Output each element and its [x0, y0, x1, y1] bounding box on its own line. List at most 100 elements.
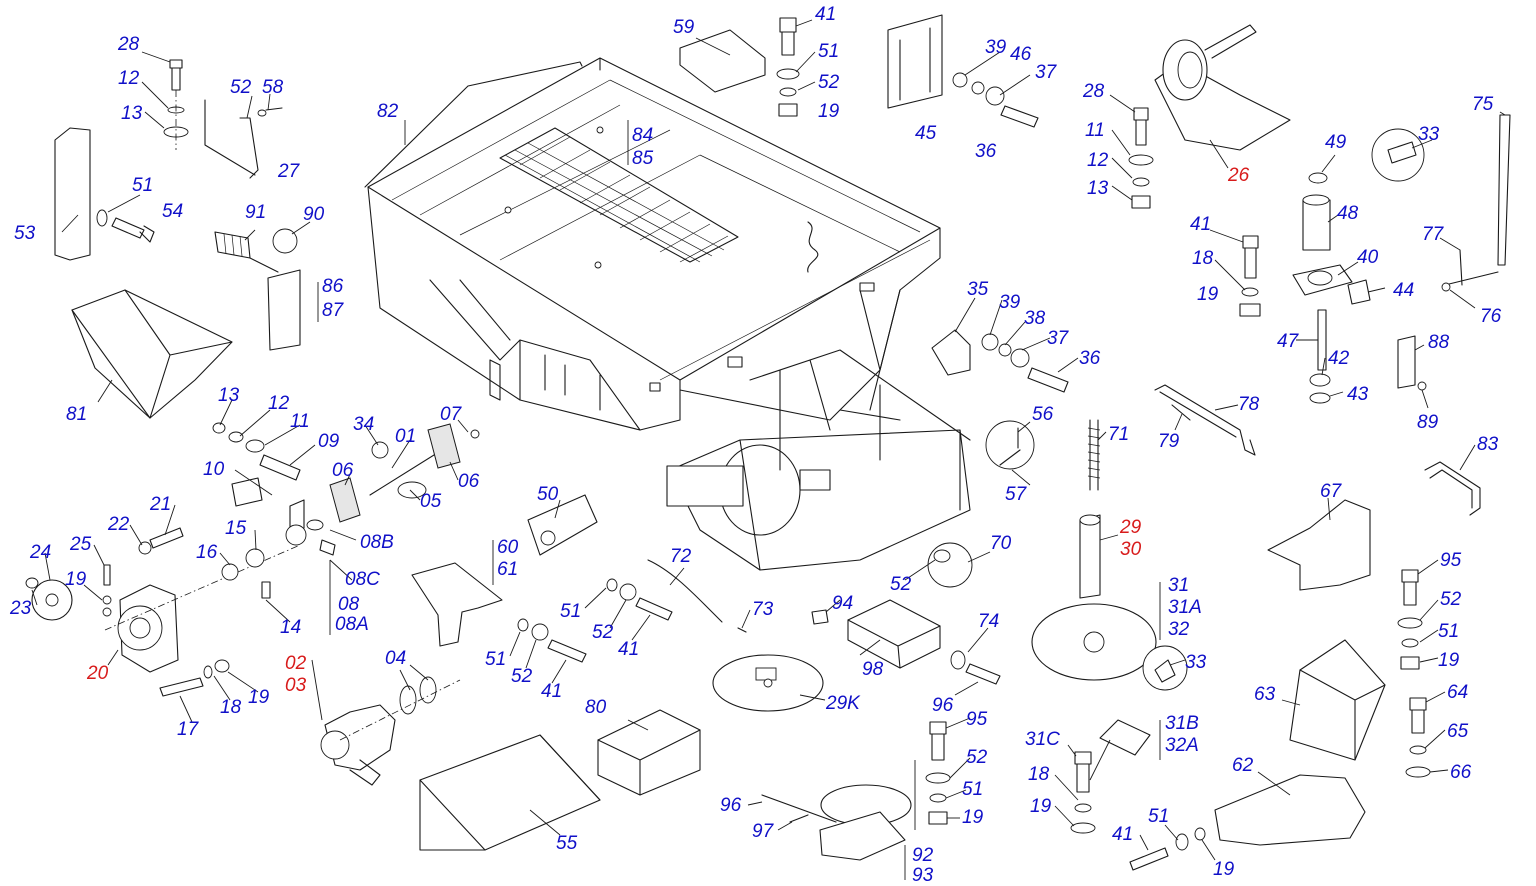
- label-56: 56: [1032, 404, 1054, 425]
- label-66: 66: [1450, 762, 1472, 783]
- part-labels: 28 12 13 52 58 27 53 51 54 91 90 86 87 8…: [9, 4, 1502, 886]
- label-52: 52: [592, 622, 614, 643]
- bracket-35: [931, 329, 971, 376]
- label-06: 06: [332, 460, 354, 481]
- label-19: 19: [818, 101, 840, 122]
- label-37: 37: [1047, 328, 1070, 349]
- label-83: 83: [1477, 434, 1499, 455]
- bolt-stack-95-52-51-19-center: [925, 721, 951, 825]
- label-41: 41: [1112, 824, 1133, 845]
- label-37: 37: [1035, 62, 1058, 83]
- label-35: 35: [967, 279, 989, 300]
- bolt-stack-28-12-13: [163, 59, 189, 150]
- bolt-stack-41-51-52-19: [776, 17, 800, 117]
- label-49: 49: [1325, 132, 1347, 153]
- label-57: 57: [1005, 484, 1028, 505]
- label-70: 70: [990, 533, 1012, 554]
- label-96: 96: [932, 695, 954, 716]
- bracket-53: [54, 127, 91, 261]
- label-53: 53: [14, 223, 36, 244]
- label-62: 62: [1232, 755, 1254, 776]
- label-19: 19: [962, 807, 984, 828]
- rod-82: [364, 61, 583, 188]
- spring-79: [1171, 404, 1191, 421]
- bolt-21: [149, 527, 184, 549]
- label-51: 51: [1148, 806, 1169, 827]
- label-59: 59: [673, 17, 695, 38]
- cable-72: [647, 559, 723, 623]
- fitting-44: [1347, 279, 1371, 305]
- label-89: 89: [1417, 412, 1439, 433]
- chassis-frame: [666, 349, 971, 571]
- label-16: 16: [196, 542, 218, 563]
- label-22: 22: [107, 514, 130, 535]
- label-42: 42: [1328, 348, 1350, 369]
- bolt-54: [96, 209, 155, 243]
- label-52: 52: [511, 666, 533, 687]
- bolt-stack-64-65-66: [1405, 697, 1431, 778]
- label-52: 52: [890, 574, 912, 595]
- label-51: 51: [962, 779, 983, 800]
- label-82: 82: [377, 101, 399, 122]
- label-54: 54: [162, 201, 183, 222]
- label-31B: 31B: [1165, 713, 1199, 734]
- handle-78: [1154, 384, 1256, 456]
- label-02: 02: [285, 653, 307, 674]
- label-07: 07: [440, 404, 463, 425]
- plate-45: [887, 14, 943, 109]
- label-28: 28: [117, 34, 140, 55]
- label-52: 52: [1440, 589, 1462, 610]
- label-61: 61: [497, 559, 518, 580]
- hopper-81: [71, 289, 233, 419]
- label-76: 76: [1480, 306, 1502, 327]
- pulley-assembly-26: [1154, 24, 1291, 151]
- label-20: 20: [86, 663, 109, 684]
- lever-75: [1497, 114, 1511, 266]
- label-90: 90: [303, 204, 325, 225]
- bolt-stack-39-46-37-36: [952, 72, 1039, 128]
- hopper-body: [367, 57, 941, 431]
- label-09: 09: [318, 431, 340, 452]
- label-10: 10: [203, 459, 225, 480]
- label-86: 86: [322, 276, 344, 297]
- label-64: 64: [1447, 682, 1468, 703]
- bolt-stack-41-18-19: [1239, 235, 1261, 317]
- label-75: 75: [1472, 94, 1494, 115]
- label-08A: 08A: [335, 614, 369, 635]
- arm-27: [204, 99, 283, 179]
- label-14: 14: [280, 617, 301, 638]
- label-97: 97: [752, 821, 775, 842]
- label-52: 52: [966, 747, 988, 768]
- scale-88: [1397, 335, 1416, 389]
- label-26: 26: [1227, 165, 1250, 186]
- label-08B: 08B: [360, 532, 394, 553]
- leader-lines: [31, 19, 1506, 880]
- label-19: 19: [248, 687, 270, 708]
- plate-86-87: [267, 269, 301, 351]
- label-19: 19: [65, 569, 87, 590]
- label-45: 45: [915, 123, 937, 144]
- label-19: 19: [1197, 284, 1219, 305]
- label-81: 81: [66, 404, 87, 425]
- stud-47: [1317, 309, 1327, 371]
- label-28: 28: [1082, 81, 1105, 102]
- label-41: 41: [541, 681, 562, 702]
- label-12: 12: [118, 68, 140, 89]
- label-96: 96: [720, 795, 742, 816]
- spinner-assembly: [1031, 514, 1188, 691]
- guard-92-93: [761, 784, 912, 861]
- label-36: 36: [975, 141, 997, 162]
- label-47: 47: [1277, 331, 1300, 352]
- label-15: 15: [225, 518, 247, 539]
- label-33: 33: [1418, 124, 1440, 145]
- label-23: 23: [9, 598, 32, 619]
- bar-83: [1424, 461, 1481, 516]
- label-79: 79: [1158, 431, 1180, 452]
- spring-71: [1089, 419, 1099, 491]
- label-67: 67: [1320, 481, 1343, 502]
- label-51: 51: [485, 649, 506, 670]
- detail-70: [927, 542, 973, 588]
- key-14: [261, 581, 271, 599]
- label-13: 13: [1087, 178, 1109, 199]
- bolt-41-51-19-bottom: [1129, 827, 1206, 871]
